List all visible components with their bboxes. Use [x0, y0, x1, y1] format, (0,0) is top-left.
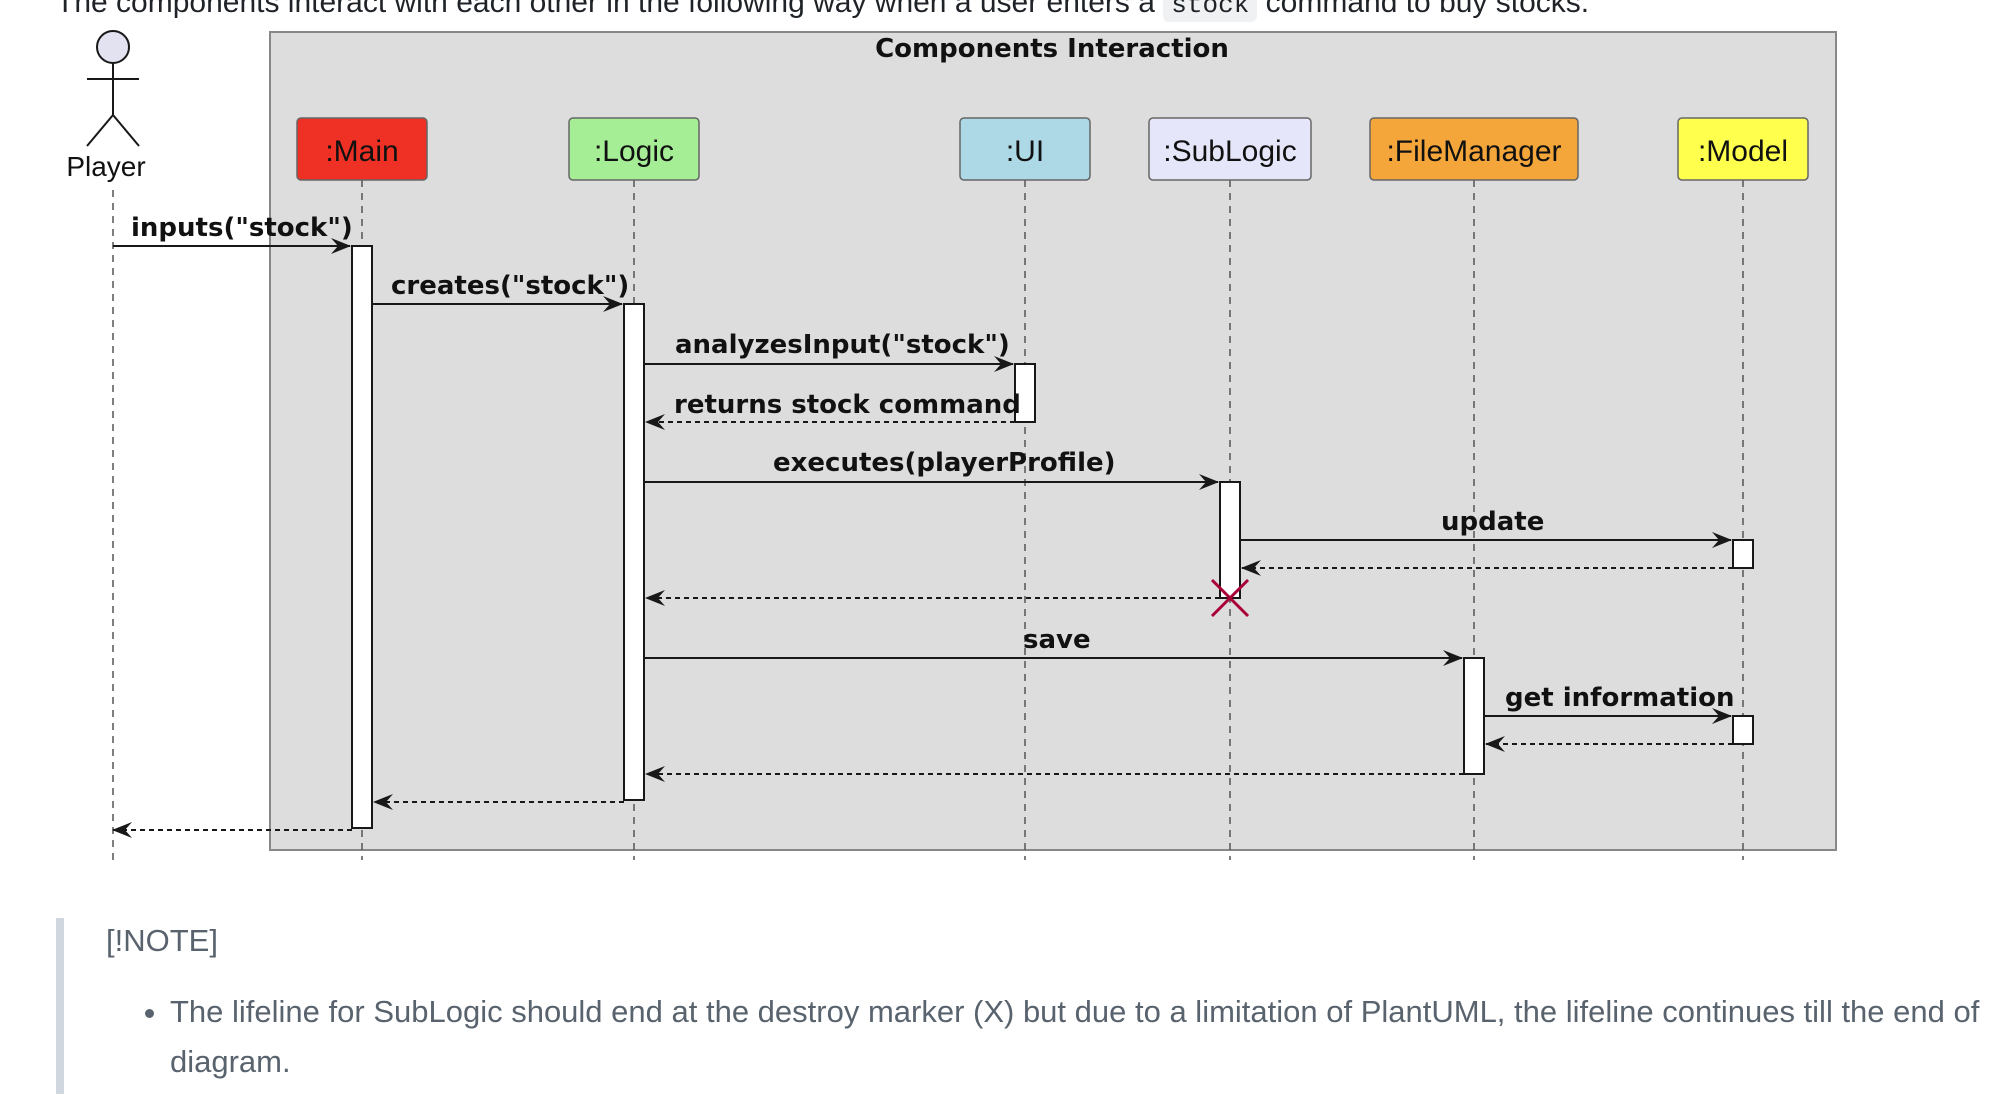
participant-model-box	[1677, 117, 1809, 181]
message-9-label: save	[1023, 625, 1091, 655]
note-item: The lifeline for SubLogic should end at …	[170, 987, 1986, 1087]
activation-main	[351, 245, 373, 829]
message-5-label: executes(playerProfile)	[773, 448, 1116, 478]
activation-model-2	[1732, 715, 1754, 745]
participant-logic-box	[568, 117, 700, 181]
message-6-label: update	[1441, 507, 1544, 537]
activations	[351, 245, 1754, 829]
actor-label: Player	[66, 151, 145, 182]
activation-sublogic	[1219, 481, 1241, 599]
participant-main: :Main	[296, 117, 428, 181]
actor-leg-left	[86, 114, 114, 147]
diagram-title: Components Interaction	[875, 34, 1229, 64]
participant-main-box	[296, 117, 428, 181]
participant-ui: :UI	[959, 117, 1091, 181]
participant-sublogic: :SubLogic	[1148, 117, 1312, 181]
activation-logic	[623, 303, 645, 801]
participant-ui-box	[959, 117, 1091, 181]
participant-logic-label: :Logic	[594, 135, 674, 168]
participant-logic: :Logic	[568, 117, 700, 181]
intro-code: stock	[1163, 0, 1258, 22]
actor-player: Player	[66, 30, 146, 182]
activation-model-1	[1732, 539, 1754, 569]
note-list: The lifeline for SubLogic should end at …	[106, 987, 1986, 1087]
destroy-stroke-2	[1210, 578, 1250, 618]
participant-ui-label: :UI	[1006, 135, 1044, 168]
intro-text-after: command to buy stocks.	[1265, 0, 1590, 19]
participant-main-label: :Main	[325, 135, 398, 168]
intro-paragraph: The components interact with each other …	[56, 0, 1590, 22]
participant-sublogic-box	[1148, 117, 1312, 181]
note-blockquote: [!NOTE] The lifeline for SubLogic should…	[56, 918, 1986, 1094]
message-4-label: returns stock command	[674, 390, 1021, 420]
message-1-label: inputs("stock")	[131, 213, 353, 243]
message-2-label: creates("stock")	[391, 271, 629, 301]
sequence-diagram: Components Interaction Player :Main :Log…	[66, 30, 1837, 860]
messages: inputs("stock") creates("stock") analyze…	[112, 213, 1735, 838]
participant-filemanager-box	[1369, 117, 1579, 181]
message-10-label: get information	[1505, 683, 1735, 713]
activation-filemanager	[1463, 657, 1485, 775]
actor-head	[96, 30, 130, 64]
participant-filemanager-label: :FileManager	[1386, 135, 1561, 168]
activation-ui	[1014, 363, 1036, 423]
note-heading: [!NOTE]	[106, 923, 218, 958]
message-3-label: analyzesInput("stock")	[675, 330, 1010, 360]
destroy-marker-sublogic	[1210, 578, 1250, 618]
participant-filemanager: :FileManager	[1369, 117, 1579, 181]
participant-sublogic-label: :SubLogic	[1163, 135, 1296, 168]
participant-model-label: :Model	[1698, 135, 1788, 168]
participant-model: :Model	[1677, 117, 1809, 181]
actor-leg-right	[112, 114, 140, 147]
intro-text-before: The components interact with each other …	[56, 0, 1155, 19]
